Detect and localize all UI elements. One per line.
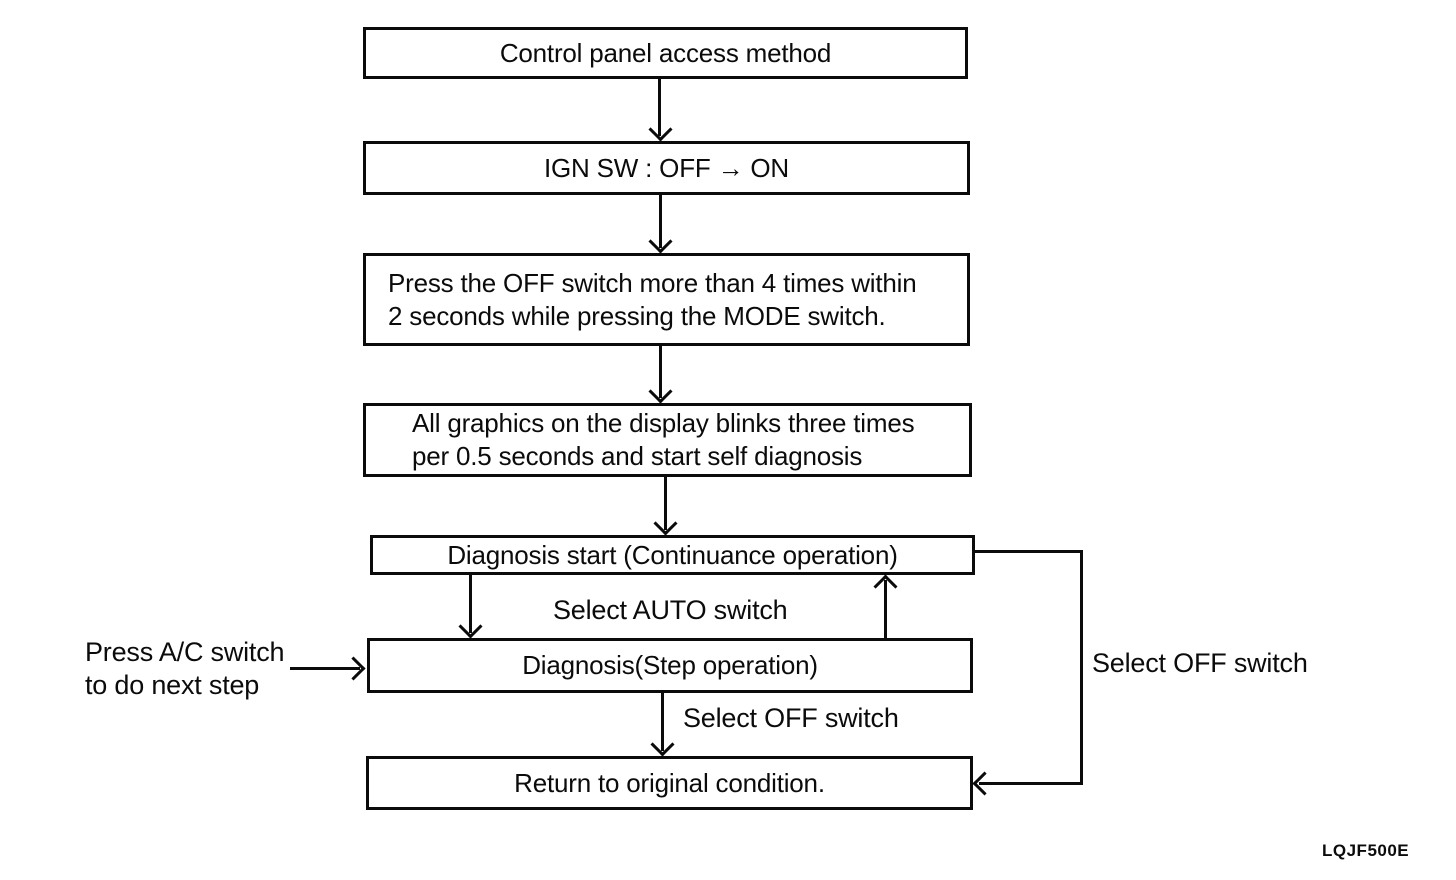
arrowhead-down-icon: [653, 511, 678, 536]
arrowhead-down-icon: [650, 732, 675, 757]
edge-label-select-auto-switch: Select AUTO switch: [553, 595, 788, 625]
node-label: Press the OFF switch more than 4 times w…: [388, 267, 917, 331]
connector-access-to-ign: [658, 79, 661, 136]
node-press-off-switch: Press the OFF switch more than 4 times w…: [363, 253, 970, 346]
connector-diagstart-to-diagstep: [469, 575, 472, 633]
connector-right-elbow-vertical: [1080, 550, 1083, 785]
edge-label-select-off-switch-step: Select OFF switch: [683, 703, 899, 733]
node-label: Control panel access method: [499, 37, 832, 68]
arrowhead-up-icon: [873, 574, 898, 599]
connector-right-elbow-top: [975, 550, 1083, 553]
node-diagnosis-start: Diagnosis start (Continuance operation): [370, 535, 975, 575]
node-label: Diagnosis start (Continuance operation): [447, 539, 898, 570]
arrowhead-down-icon: [458, 614, 483, 639]
arrowhead-down-icon: [648, 379, 673, 404]
connector-graphics-to-diagstart: [664, 477, 667, 530]
edge-label-select-off-switch-continuance: Select OFF switch: [1092, 648, 1308, 678]
arrowhead-right-icon: [341, 656, 366, 681]
node-label: All graphics on the display blinks three…: [412, 408, 915, 471]
arrowhead-down-icon: [648, 117, 673, 142]
node-control-panel-access-method: Control panel access method: [363, 27, 968, 79]
connector-pressac-to-diagstep: [290, 667, 360, 670]
arrowhead-down-icon: [648, 229, 673, 254]
connector-diagstep-to-return: [661, 693, 664, 751]
connector-diagstep-to-diagstart: [884, 580, 887, 638]
figure-code: LQJF500E: [1322, 841, 1410, 860]
node-label: Return to original condition.: [514, 767, 825, 798]
node-label: Diagnosis(Step operation): [522, 650, 818, 680]
node-graphics-blink: All graphics on the display blinks three…: [363, 403, 972, 477]
node-label: IGN SW : OFF → ON: [543, 152, 790, 183]
arrowhead-left-icon: [972, 771, 997, 796]
node-ign-sw-off-on: IGN SW : OFF → ON: [363, 141, 970, 195]
node-return-original-condition: Return to original condition.: [366, 756, 973, 810]
edge-label-press-ac-switch: Press A/C switch to do next step: [85, 637, 285, 700]
connector-press-to-graphics: [659, 346, 662, 398]
connector-ign-to-press: [659, 195, 662, 248]
connector-right-elbow-bottom: [979, 782, 1083, 785]
node-diagnosis-step: Diagnosis(Step operation): [367, 638, 973, 693]
